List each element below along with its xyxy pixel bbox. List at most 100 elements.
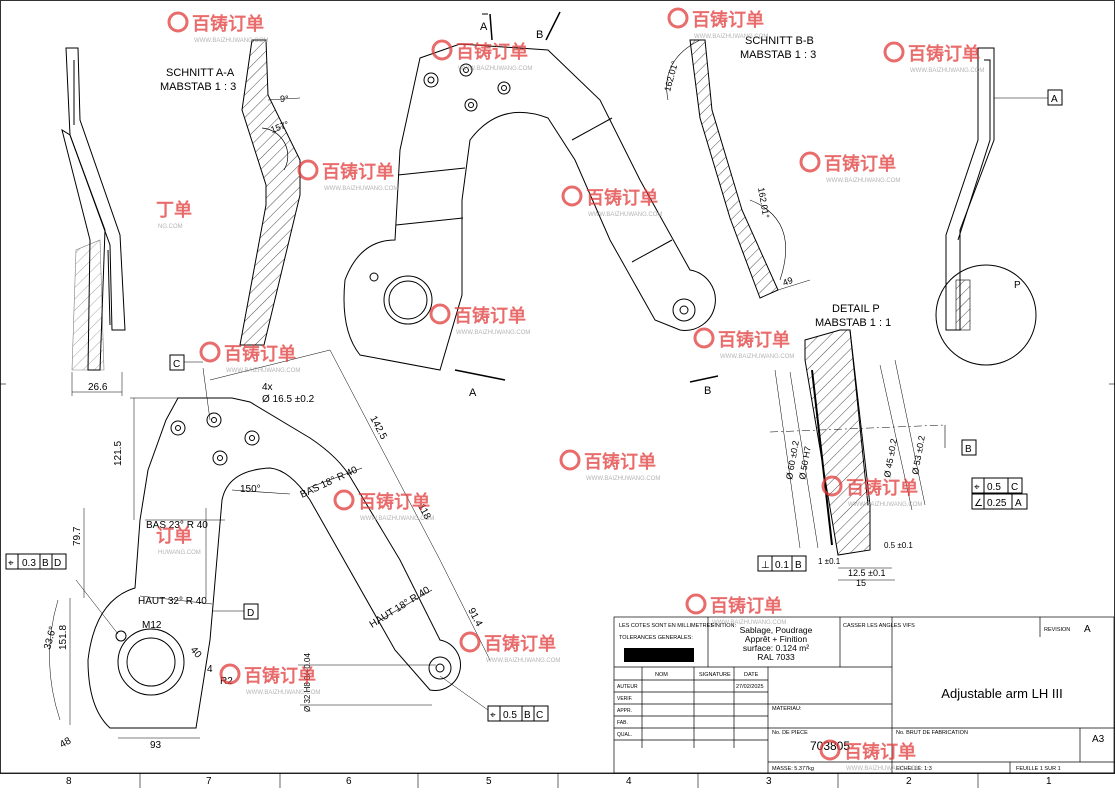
svg-text:丁单: 丁单 xyxy=(156,199,192,220)
svg-text:48: 48 xyxy=(58,735,74,750)
svg-text:surface: 0.124 m²: surface: 0.124 m² xyxy=(743,643,809,653)
svg-text:C: C xyxy=(173,359,180,370)
svg-text:0.5: 0.5 xyxy=(987,482,1001,493)
svg-text:BAS 23° R 40: BAS 23° R 40 xyxy=(146,520,208,531)
svg-text:SIGNATURE: SIGNATURE xyxy=(699,672,731,678)
svg-text:百铸订单: 百铸订单 xyxy=(454,305,526,326)
detail-p-view: DETAIL P MABSTAB 1 : 1 Ø 50 H7 Ø 60 ±0.2… xyxy=(769,303,977,588)
main-dim-lines xyxy=(49,349,491,739)
angle-162-bottom: 162.01° xyxy=(756,187,771,220)
svg-text:百铸订单: 百铸订单 xyxy=(908,43,980,64)
svg-text:NG.COM: NG.COM xyxy=(158,224,183,230)
svg-text:0.5: 0.5 xyxy=(503,710,517,721)
svg-text:WWW.BAIZHUWANG.COM: WWW.BAIZHUWANG.COM xyxy=(586,476,660,482)
dia-53: Ø 53 ±0.2 xyxy=(910,435,927,476)
svg-text:Ø 16.5 ±0.2: Ø 16.5 ±0.2 xyxy=(262,394,315,405)
svg-text:WWW.BAIZHUWANG.COM: WWW.BAIZHUWANG.COM xyxy=(588,212,662,218)
svg-text:百铸订单: 百铸订单 xyxy=(224,343,296,364)
svg-text:百铸订单: 百铸订单 xyxy=(192,13,264,34)
angle-9: 9° xyxy=(280,94,289,104)
svg-text:Ø 32 H8 0/+0.04: Ø 32 H8 0/+0.04 xyxy=(303,653,312,712)
svg-text:1: 1 xyxy=(1046,776,1052,787)
svg-text:8: 8 xyxy=(66,776,72,787)
svg-text:WWW.BAIZHUWANG.COM: WWW.BAIZHUWANG.COM xyxy=(846,766,920,772)
svg-text:No. DE PIECE: No. DE PIECE xyxy=(772,730,808,736)
title-block-text: LES COTES SONT EN MILLIMETRES TOLERANCES… xyxy=(617,623,1105,772)
section-bb-scale: MABSTAB 1 : 3 xyxy=(740,49,816,61)
svg-text:0.1: 0.1 xyxy=(775,560,789,571)
detail-p-title: DETAIL P xyxy=(832,303,880,315)
redacted-tolerance xyxy=(624,648,694,662)
fcf-right-1: ⌖ 0.5 C xyxy=(971,477,1023,494)
svg-text:订单: 订单 xyxy=(156,525,192,546)
svg-text:0.25: 0.25 xyxy=(987,498,1007,509)
svg-text:2: 2 xyxy=(906,776,912,787)
svg-text:WWW.BAIZHUWANG.COM: WWW.BAIZHUWANG.COM xyxy=(486,658,560,664)
svg-text:91.4: 91.4 xyxy=(465,606,484,629)
svg-text:HUWANG.COM: HUWANG.COM xyxy=(158,550,201,556)
svg-text:WWW.BAIZHUWANG.COM: WWW.BAIZHUWANG.COM xyxy=(324,186,398,192)
section-aa-view: SCHNITT A-A MABSTAB 1 : 3 9° 157° xyxy=(160,39,301,346)
detail-p-label: P xyxy=(1014,280,1021,291)
right-side-view xyxy=(935,47,1048,366)
svg-text:⊥: ⊥ xyxy=(761,560,770,571)
svg-text:TOLERANCES GENERALES:: TOLERANCES GENERALES: xyxy=(619,635,693,641)
svg-text:REVISION: REVISION xyxy=(1044,627,1070,633)
svg-text:百铸订单: 百铸订单 xyxy=(584,451,656,472)
svg-text:A: A xyxy=(1051,94,1058,105)
svg-text:Sablage, Poudrage: Sablage, Poudrage xyxy=(740,625,813,635)
angle-162-top: 162.01° xyxy=(662,59,680,92)
svg-text:6: 6 xyxy=(346,776,352,787)
svg-text:百铸订单: 百铸订单 xyxy=(844,741,916,762)
svg-text:151.8: 151.8 xyxy=(58,625,69,650)
watermarks: 百铸订单 WWW.BAIZHUWANG.COM 百铸订单 WWW.BAIZHUWAN… xyxy=(156,7,984,772)
svg-text:CASSER LES ANGLES VIFS: CASSER LES ANGLES VIFS xyxy=(843,623,915,629)
svg-text:百铸订单: 百铸订单 xyxy=(244,665,316,686)
svg-text:A: A xyxy=(480,21,488,33)
perp-fcf: ⊥ 0.1 B xyxy=(757,555,807,572)
svg-text:142.5: 142.5 xyxy=(367,414,389,442)
detail-p-scale: MABSTAB 1 : 1 xyxy=(815,317,891,329)
svg-text:D: D xyxy=(54,558,61,569)
drawing-title: Adjustable arm LH III xyxy=(941,686,1062,701)
svg-text:⌖: ⌖ xyxy=(490,710,496,721)
dia-50: Ø 50 H7 xyxy=(797,446,813,481)
svg-text:百铸订单: 百铸订单 xyxy=(358,491,430,512)
svg-text:⌖: ⌖ xyxy=(8,558,14,569)
dim-26-6: 26.6 xyxy=(71,372,123,396)
svg-text:93: 93 xyxy=(150,740,162,751)
svg-text:26.6: 26.6 xyxy=(88,382,108,393)
svg-text:百铸订单: 百铸订单 xyxy=(484,633,556,654)
datum-d: D xyxy=(243,603,259,620)
svg-text:5: 5 xyxy=(486,776,492,787)
svg-text:A3: A3 xyxy=(1092,734,1105,745)
svg-text:WWW.BAIZHUWANG.COM: WWW.BAIZHUWANG.COM xyxy=(456,330,530,336)
svg-text:B: B xyxy=(42,558,49,569)
fcf-left: ⌖ 0.3 B D xyxy=(5,553,67,570)
svg-text:WWW.BAIZHUWANG.COM: WWW.BAIZHUWANG.COM xyxy=(458,66,532,72)
svg-text:WWW.BAIZHUWANG.COM: WWW.BAIZHUWANG.COM xyxy=(712,620,786,626)
svg-text:3: 3 xyxy=(766,776,772,787)
svg-text:WWW.BAIZHUWANG.COM: WWW.BAIZHUWANG.COM xyxy=(226,368,300,374)
svg-text:4: 4 xyxy=(207,664,213,675)
svg-text:A: A xyxy=(1084,624,1091,635)
svg-text:C: C xyxy=(536,710,543,721)
svg-text:RAL 7033: RAL 7033 xyxy=(757,652,795,662)
svg-text:FEUILLE 1 SUR 1: FEUILLE 1 SUR 1 xyxy=(1016,766,1061,772)
svg-text:APPR.: APPR. xyxy=(617,708,632,714)
svg-text:VERIF.: VERIF. xyxy=(617,696,633,702)
svg-text:B: B xyxy=(795,560,802,571)
svg-text:LES COTES SONT EN MILLIMETRES: LES COTES SONT EN MILLIMETRES xyxy=(619,623,714,629)
svg-text:WWW.BAIZHUWANG.COM: WWW.BAIZHUWANG.COM xyxy=(910,68,984,74)
svg-text:百铸订单: 百铸订单 xyxy=(824,153,896,174)
svg-text:WWW.BAIZHUWANG.COM: WWW.BAIZHUWANG.COM xyxy=(848,502,922,508)
svg-text:4: 4 xyxy=(626,776,632,787)
svg-text:百铸订单: 百铸订单 xyxy=(846,477,918,498)
svg-text:121.5: 121.5 xyxy=(113,441,124,466)
svg-text:40: 40 xyxy=(188,645,204,661)
dim-0-5: 0.5 ±0.1 xyxy=(884,541,913,550)
svg-text:ECHELLE: 1:3: ECHELLE: 1:3 xyxy=(896,766,932,772)
svg-text:HAUT 32° R 40: HAUT 32° R 40 xyxy=(138,596,207,607)
svg-text:B: B xyxy=(524,710,531,721)
section-aa-title: SCHNITT A-A xyxy=(166,67,235,79)
